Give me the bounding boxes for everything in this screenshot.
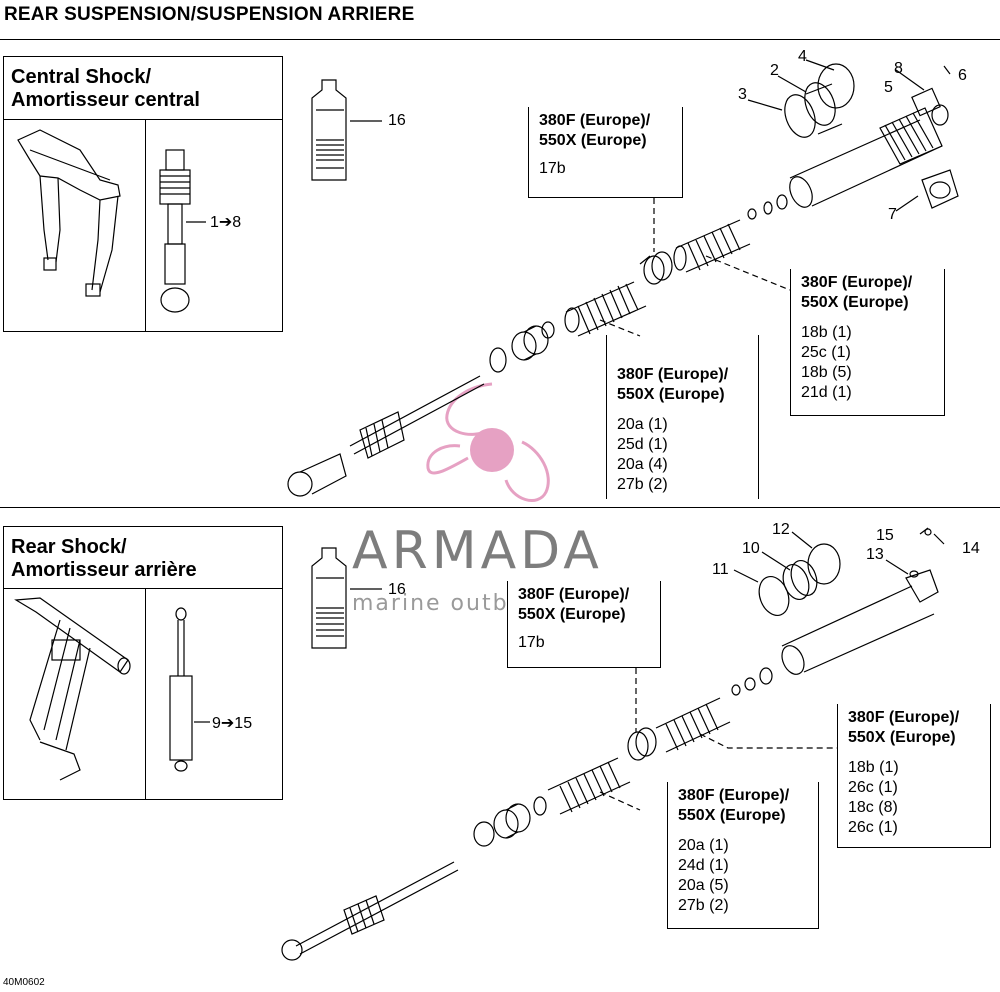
oil-bottle-icon	[311, 79, 382, 181]
part-number: 11	[712, 561, 729, 578]
rear-callout-20a: 380F (Europe)/550X (Europe) 20a (1) 24d …	[667, 782, 819, 929]
page-title: REAR SUSPENSION/SUSPENSION ARRIERE	[4, 4, 415, 25]
rear-shock-frame: Rear Shock/ Amortisseur arrière	[3, 526, 283, 800]
rear-title-line1: Rear Shock/	[11, 536, 127, 558]
oil-bottle-icon	[311, 547, 382, 649]
part-number: 16	[388, 112, 406, 129]
part-number: 4	[798, 48, 807, 65]
part-number: 2	[770, 62, 779, 79]
rear-callout-17b: 380F (Europe)/550X (Europe) 17b	[507, 581, 661, 668]
central-title-line2: Amortisseur central	[11, 89, 200, 111]
part-number: 3	[738, 86, 747, 103]
central-suspension-thumbnail	[17, 129, 121, 297]
title-rule	[0, 39, 1000, 40]
central-range-label: 1➔8	[210, 214, 242, 231]
central-callout-18b: 380F (Europe)/550X (Europe) 18b (1) 25c …	[790, 269, 945, 416]
part-number: 6	[958, 67, 967, 84]
part-number: 12	[772, 521, 790, 538]
central-callout-17b: 380F (Europe)/550X (Europe) 17b	[528, 107, 683, 198]
rear-title-line2: Amortisseur arrière	[11, 559, 197, 581]
central-title-line1: Central Shock/	[11, 66, 152, 88]
rear-suspension-thumbnail	[14, 597, 131, 781]
rear-callout-18b: 380F (Europe)/550X (Europe) 18b (1) 26c …	[837, 704, 991, 848]
rear-shock-thumbnail	[169, 607, 210, 772]
part-number: 8	[894, 60, 903, 77]
part-number: 16	[388, 581, 406, 598]
watermark-name: ARMADA	[352, 521, 603, 581]
rear-range-label: 9➔15	[212, 715, 253, 732]
central-shock-exploded	[287, 59, 959, 497]
section-divider	[0, 507, 1000, 508]
central-shock-frame: Central Shock/ Amortisseur central	[3, 56, 283, 332]
part-number: 13	[866, 546, 884, 563]
central-shock-thumbnail	[159, 149, 206, 313]
part-number: 10	[742, 540, 760, 557]
central-callout-20a: 380F (Europe)/550X (Europe) 20a (1) 25d …	[606, 335, 759, 499]
part-number: 14	[962, 540, 980, 557]
part-number: 7	[888, 206, 897, 223]
drawing-code: 40M0602	[3, 977, 45, 988]
part-number: 5	[884, 79, 893, 96]
part-number: 15	[876, 527, 894, 544]
rear-shock-exploded	[281, 527, 945, 961]
